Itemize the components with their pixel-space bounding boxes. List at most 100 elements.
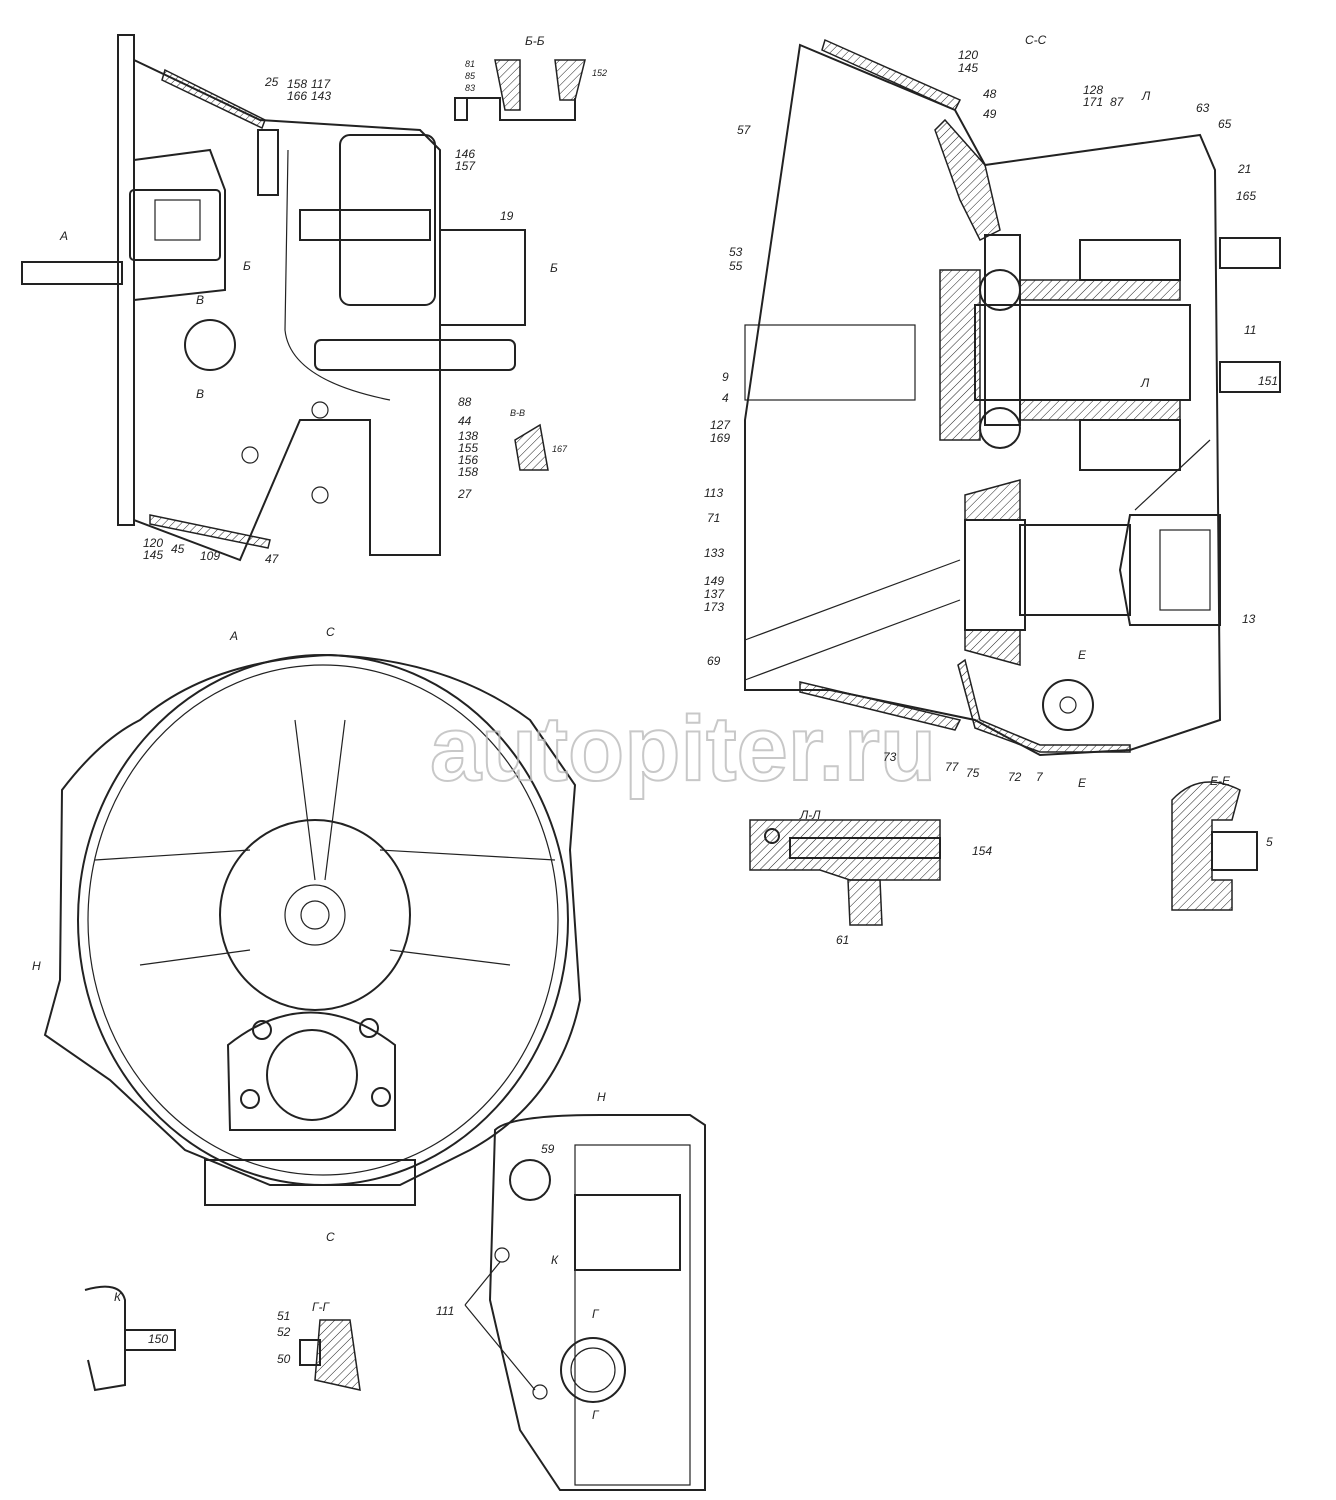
callout: 146 — [455, 147, 475, 161]
callout: 9 — [722, 370, 729, 384]
section-marker: С — [326, 625, 335, 639]
callout: 71 — [707, 511, 720, 525]
callout: 145 — [958, 61, 978, 75]
callout: 171 — [1083, 95, 1103, 109]
callout: 81 — [465, 59, 475, 69]
section-marker: Л — [1141, 89, 1151, 103]
callout: 52 — [277, 1325, 291, 1339]
callout: 113 — [704, 486, 723, 500]
section-gg — [299, 1319, 361, 1391]
section-ee — [1171, 781, 1258, 911]
labels-section-cc: С-С 120 145 48 49 57 128 171 87 Л 63 65 … — [704, 33, 1278, 790]
callout: 50 — [277, 1352, 291, 1366]
section-bb — [454, 59, 586, 121]
callout: 57 — [737, 123, 752, 137]
callout: 166 — [287, 89, 307, 103]
callout: 4 — [722, 391, 729, 405]
view-title: К — [114, 1290, 122, 1304]
callout: 73 — [883, 750, 897, 764]
callout: 63 — [1196, 101, 1210, 115]
view-h — [488, 1114, 706, 1491]
callout: 45 — [171, 542, 185, 556]
section-title: Е-Е — [1210, 774, 1231, 788]
callout: 72 — [1008, 770, 1022, 784]
leader-lines — [464, 1261, 536, 1391]
callout: 77 — [945, 760, 960, 774]
watermark-logo: autopiter.ru — [430, 698, 936, 800]
view-title: Н — [597, 1090, 606, 1104]
section-title: Л-Л — [799, 808, 821, 822]
callout: 25 — [264, 75, 279, 89]
callout: 75 — [966, 766, 980, 780]
callout: 19 — [500, 209, 514, 223]
callout: 44 — [458, 414, 472, 428]
section-marker: Е — [1078, 648, 1087, 662]
view-marker: А — [59, 229, 68, 243]
callout: 55 — [729, 259, 743, 273]
view-title: А — [229, 629, 238, 643]
callout: 137 — [704, 587, 725, 601]
callout: 151 — [1258, 374, 1278, 388]
callout: 69 — [707, 654, 721, 668]
section-cc-gearbox — [744, 38, 1281, 757]
callout: 120 — [143, 536, 163, 550]
section-title: С-С — [1025, 33, 1047, 47]
callout: 133 — [704, 546, 724, 560]
section-marker: Б — [243, 259, 251, 273]
callout: 49 — [983, 107, 997, 121]
view-marker: Н — [32, 959, 41, 973]
callout: 150 — [148, 1332, 168, 1346]
callout: 165 — [1236, 189, 1256, 203]
callout: 156 — [458, 453, 478, 467]
section-marker: Г — [592, 1307, 600, 1321]
callout: 138 — [458, 429, 478, 443]
callout: 87 — [1110, 95, 1125, 109]
section-marker: С — [326, 1230, 335, 1244]
callout: 117 — [311, 77, 331, 91]
section-marker: Е — [1078, 776, 1087, 790]
view-a-bellhousing — [43, 653, 582, 1206]
section-vv — [514, 423, 549, 471]
callout: 111 — [436, 1304, 454, 1318]
view-marker: К — [551, 1253, 559, 1267]
callout: 158 — [287, 77, 307, 91]
section-ll — [749, 819, 941, 926]
callout: 127 — [710, 418, 731, 432]
callout: 157 — [455, 159, 476, 173]
callout: 5 — [1266, 835, 1273, 849]
callout: 27 — [457, 487, 473, 501]
section-title: Б-Б — [525, 34, 545, 48]
callout: 7 — [1036, 770, 1044, 784]
callout: 48 — [983, 87, 997, 101]
callout: 109 — [200, 549, 220, 563]
section-marker: Л — [1140, 376, 1150, 390]
callout: 21 — [1237, 162, 1251, 176]
labels-small-sections: Л-Л 154 61 Е-Е 5 А С Н С К 150 Г-Г 51 52… — [32, 625, 1273, 1422]
callout: 149 — [704, 574, 724, 588]
section-marker: Б — [550, 261, 558, 275]
callout: 47 — [265, 552, 280, 566]
callout: 53 — [729, 245, 743, 259]
section-title: В-В — [510, 408, 525, 418]
callout: 169 — [710, 431, 730, 445]
section-marker: В — [196, 387, 204, 401]
labels-side-view: 25 158 166 117 143 146 157 19 А Б Б В В … — [59, 34, 607, 566]
callout: 13 — [1242, 612, 1256, 626]
side-view-gearbox — [21, 34, 526, 562]
callout: 88 — [458, 395, 472, 409]
callout: 173 — [704, 600, 724, 614]
callout: 143 — [311, 89, 331, 103]
callout: 59 — [541, 1142, 555, 1156]
callout: 11 — [1244, 323, 1256, 337]
callout: 167 — [552, 444, 568, 454]
section-marker: В — [196, 293, 204, 307]
callout: 61 — [836, 933, 849, 947]
callout: 128 — [1083, 83, 1103, 97]
callout: 145 — [143, 548, 163, 562]
callout: 51 — [277, 1309, 290, 1323]
section-marker: Г — [592, 1408, 600, 1422]
callout: 152 — [592, 68, 607, 78]
callout: 155 — [458, 441, 478, 455]
